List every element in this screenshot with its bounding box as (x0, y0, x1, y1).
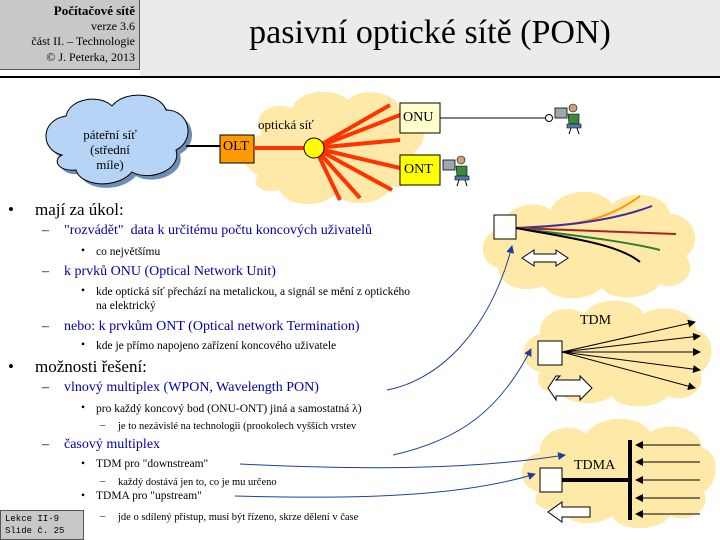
onu-note-line1: kde optická síť přechází na metalickou, … (96, 286, 411, 298)
tdma-label: TDMA (574, 458, 616, 473)
tdm-note-pointer-arrow (239, 452, 566, 469)
wavelength-note: pro každý koncový bod (ONU-ONT) jiná a s… (96, 403, 362, 415)
bullet-solutions: • (8, 357, 14, 376)
course-name: Počítačové sítě (53, 3, 135, 18)
task-heading: mají za úkol: (35, 200, 124, 219)
wpon-olt-box (493, 214, 517, 240)
tdma-subnote: jde o sdílený přístup, musí být řízeno, … (118, 512, 359, 523)
tdma-upstream-arrow (547, 501, 591, 523)
olt-label: OLT (223, 139, 249, 154)
tdm-pointer-arrow (392, 348, 532, 456)
dash-wavelength: – (42, 380, 49, 395)
onu-label: ONU (403, 110, 434, 125)
olt-box (219, 134, 255, 164)
tdm-label: TDM (580, 313, 612, 328)
wavelength-subnote: je to nezávislé na technologii (prookole… (118, 421, 357, 432)
tdma-olt-box (539, 467, 563, 493)
tdm-downstream-arrow (547, 374, 593, 402)
backbone-cloud (45, 94, 193, 188)
onu-item: k prvků ONU (Optical Network Unit) (64, 264, 276, 279)
ont-user-workstation-icon (442, 155, 470, 187)
slide-number: Slide č. 25 (5, 526, 65, 536)
wpon-cloud (482, 191, 696, 299)
bullet-onu-note: • (81, 285, 86, 297)
optical-network-label: optická síť (258, 117, 314, 132)
onu-box (399, 102, 441, 134)
tdma-cloud (521, 418, 716, 528)
wpon-bidirectional-arrow (521, 249, 569, 267)
splitter-node (303, 137, 325, 159)
backbone-label: páteřní síť (střední míle) (83, 127, 137, 172)
bullet-task: • (8, 200, 14, 219)
user-workstation-icon (554, 103, 582, 135)
dash-tdma-subnote: – (100, 511, 106, 522)
onu-note-line2: na elektrický (96, 300, 156, 312)
lecture-number: Lekce II-9 (5, 514, 60, 524)
bullet-tdm-note: • (81, 458, 86, 470)
title-divider (0, 76, 720, 78)
dash-tdm-subnote: – (100, 476, 106, 487)
distribute-item: "rozvádět" data k určitému počtu koncový… (64, 223, 373, 238)
course-version: verze 3.6 (91, 18, 135, 33)
wavelength-item: vlnový multiplex (WPON, Wavelength PON) (64, 380, 319, 395)
dash-time: – (42, 437, 49, 452)
bullet-wavelength-note: • (81, 402, 86, 414)
course-info-box: Počítačové sítě verze 3.6 část II. – Tec… (0, 0, 140, 70)
bullet-tdma-note: • (81, 490, 86, 502)
tdm-olt-box (537, 340, 563, 366)
dash-distribute: – (42, 223, 49, 238)
time-item: časový multiplex (64, 437, 161, 452)
dash-wavelength-subnote: – (100, 420, 106, 431)
tdm-note: TDM pro "downstream" (96, 458, 209, 470)
ont-label: ONT (404, 162, 433, 177)
distribution-fibers (313, 103, 401, 201)
distribute-note: co největšímu (96, 246, 161, 258)
ont-box (399, 154, 441, 186)
course-part: část II. – Technologie (31, 34, 135, 48)
title-band (140, 0, 720, 76)
copper-terminal-icon (545, 114, 553, 122)
tdm-subnote: každý dostává jen to, co je mu určeno (118, 477, 277, 488)
tdma-note: TDMA pro "upstream" (96, 490, 202, 502)
slide-footer: Lekce II-9 Slide č. 25 (0, 510, 84, 540)
ont-item: nebo: k prvkům ONT (Optical network Term… (64, 319, 360, 334)
course-copyright: © J. Peterka, 2013 (46, 49, 135, 64)
slide-title: pasivní optické sítě (PON) (249, 14, 611, 51)
solutions-heading: možnosti řešení: (35, 357, 147, 376)
tdma-lines (635, 441, 700, 518)
dash-onu: – (42, 264, 49, 279)
bullet-ont-note: • (81, 339, 86, 351)
ont-note: kde je přímo napojeno zařízení koncového… (96, 340, 337, 352)
bullet-distribute-note: • (81, 245, 86, 257)
dash-ont: – (42, 319, 49, 334)
tdma-pointer-arrow (234, 472, 536, 498)
tdm-lines (561, 319, 701, 391)
wavelength-pointer-arrow (386, 245, 515, 391)
wavelength-lines (515, 195, 677, 263)
